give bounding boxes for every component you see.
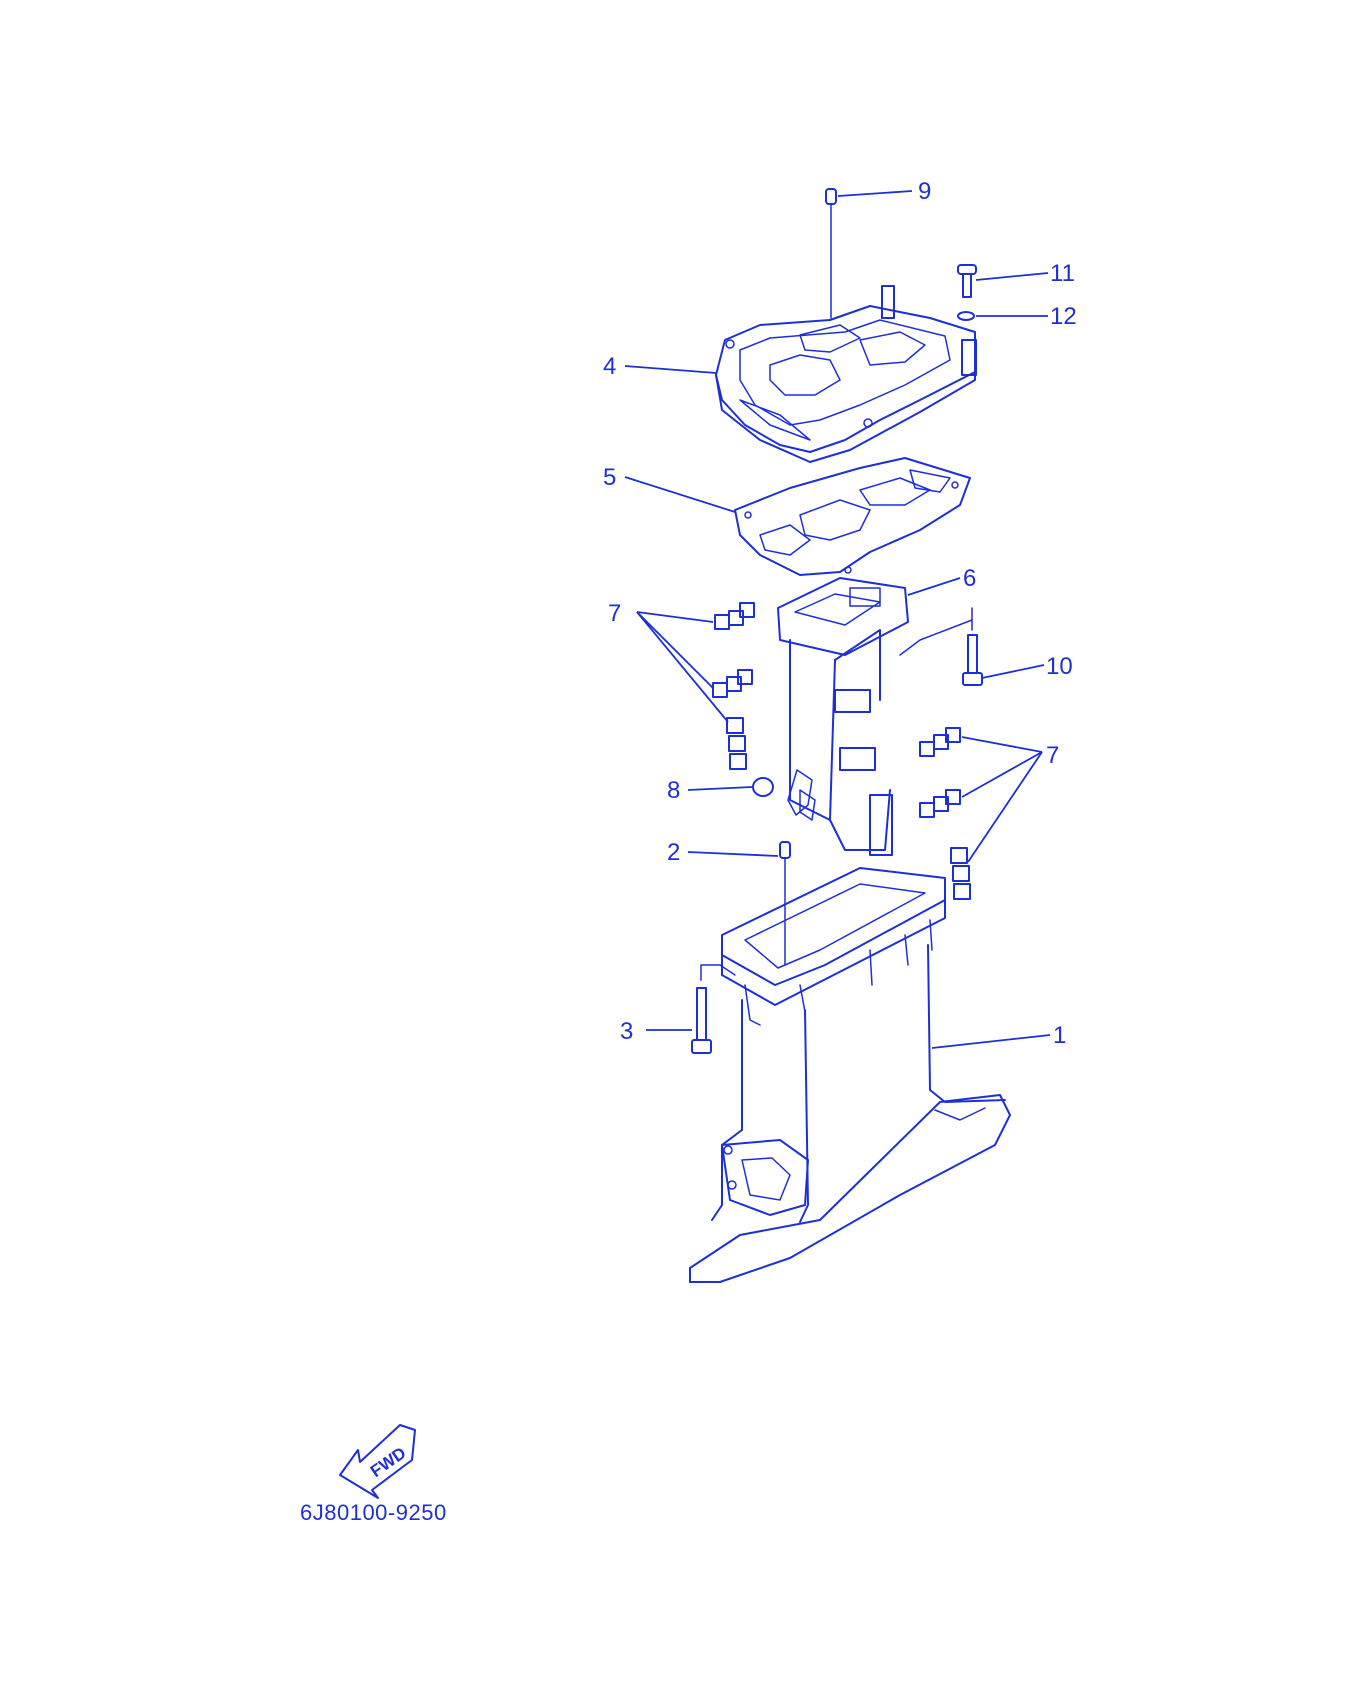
part-8-plug: 8	[667, 769, 813, 816]
callout-7-left: 7	[608, 600, 621, 627]
callout-9: 9	[918, 178, 931, 205]
callout-2: 2	[667, 839, 680, 866]
part-2-dowel-pin: 2	[667, 839, 791, 966]
part-5-gasket: 5	[603, 457, 971, 576]
part-11-bolt: 11	[957, 260, 1075, 298]
fwd-direction-icon: FWD	[339, 1424, 416, 1499]
callout-12: 12	[1050, 303, 1077, 330]
part-1-drive-shaft-housing: 1	[689, 867, 1066, 1283]
part-4-upper-casing: 4	[603, 285, 977, 463]
callout-1: 1	[1053, 1022, 1066, 1049]
callout-10: 10	[1046, 653, 1073, 680]
part-12-washer: 12	[957, 303, 1077, 330]
callout-5: 5	[603, 464, 616, 491]
part-9-dowel-pin: 9	[825, 178, 931, 319]
part-7-mounts-right: 7	[919, 727, 1059, 900]
callout-7-right: 7	[1046, 742, 1059, 769]
part-10-bolt: 10	[899, 607, 1073, 686]
callout-6: 6	[963, 565, 976, 592]
callout-11: 11	[1050, 260, 1075, 287]
callout-3: 3	[620, 1018, 633, 1045]
drawing-code: 6J80100-9250	[300, 1500, 447, 1525]
part-3-bolt: 3	[620, 964, 736, 1054]
callout-4: 4	[603, 353, 616, 380]
callout-8: 8	[667, 777, 680, 804]
part-7-mounts-left: 7	[608, 600, 755, 770]
